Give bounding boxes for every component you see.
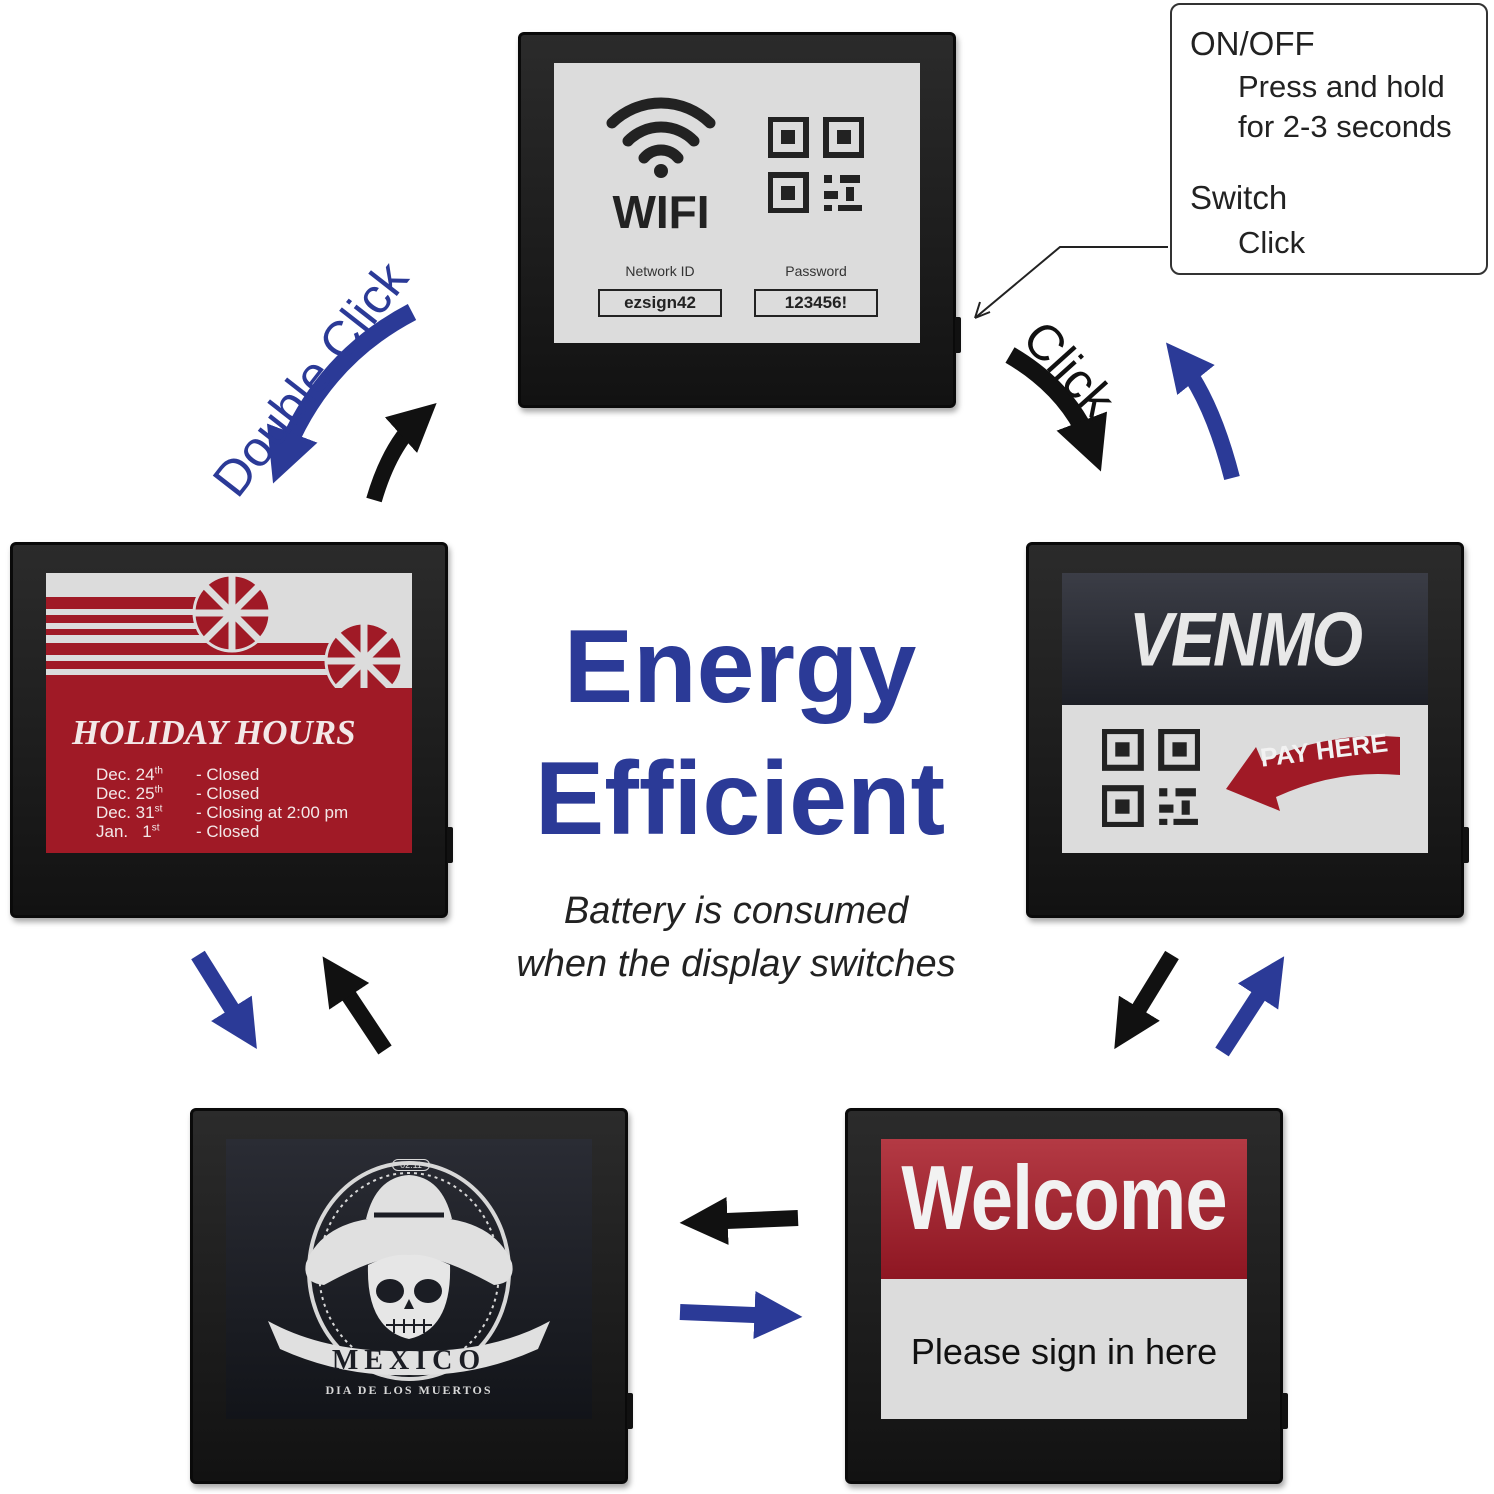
arrow-to-venmo — [1215, 956, 1285, 1057]
click-arrow — [1005, 347, 1108, 472]
mexico-badge: 02.11 — [392, 1159, 430, 1171]
device-mexico: 02.11 MEXICO DIA DE LOS MUERTOS — [190, 1108, 633, 1484]
device-side-button[interactable] — [1282, 1393, 1288, 1429]
pay-here-arrow-graphic — [1226, 736, 1400, 811]
arrow-to-welcome-bottom — [679, 1290, 803, 1339]
holiday-row: Jan. 1st- Closed — [96, 822, 260, 841]
arrow-to-wifi — [366, 403, 437, 503]
network-id-label: Network ID — [625, 263, 695, 279]
title-efficient: Efficient — [534, 741, 946, 857]
sugar-skull-sombrero-graphic — [268, 1161, 550, 1381]
device-side-button[interactable] — [955, 317, 961, 353]
holiday-row: Dec. 24th- Closed — [96, 765, 260, 784]
wifi-title: WIFI — [612, 186, 710, 238]
qr-code-icon — [768, 117, 864, 213]
peppermint-candy-graphic — [46, 573, 412, 688]
venmo-screen: VENMO PAY HERE — [1062, 573, 1428, 853]
legend-onoff-title: ON/OFF — [1190, 25, 1315, 62]
arrow-to-welcome — [1114, 950, 1179, 1050]
note-line2: when the display switches — [516, 943, 956, 985]
welcome-header — [881, 1139, 1247, 1279]
holiday-row: Dec. 31st- Closing at 2:00 pm — [96, 803, 349, 822]
mexico-banner: MEXICO — [331, 1345, 487, 1376]
venmo-header — [1062, 573, 1428, 705]
arrow-to-wifi-right — [1166, 342, 1240, 480]
legend-onoff-desc1: Press and hold — [1238, 69, 1445, 104]
mexico-screen: 02.11 MEXICO DIA DE LOS MUERTOS — [226, 1139, 592, 1419]
double-click-arrow — [267, 304, 417, 484]
legend-callout: ON/OFF Press and hold for 2-3 seconds Sw… — [1170, 3, 1488, 275]
welcome-screen: Welcome Please sign in here — [881, 1139, 1247, 1419]
welcome-subtitle: Please sign in here — [910, 1331, 1218, 1372]
device-side-button[interactable] — [1463, 827, 1469, 863]
holiday-hours-list: Dec. 24th- Closed Dec. 25th- Closed Dec.… — [96, 765, 396, 841]
callout-pointer — [974, 246, 1168, 319]
arrow-to-mexico-left — [191, 950, 257, 1049]
arrow-to-mexico — [679, 1196, 799, 1245]
legend-switch-title: Switch — [1190, 179, 1288, 216]
network-id-field: ezsign42 — [598, 289, 722, 317]
holiday-screen: HOLIDAY HOURS Dec. 24th- Closed Dec. 25t… — [46, 573, 412, 853]
password-label: Password — [785, 263, 847, 279]
device-welcome: Welcome Please sign in here — [845, 1108, 1288, 1484]
holiday-row: Dec. 25th- Closed — [96, 784, 260, 803]
mexico-caption: DIA DE LOS MUERTOS — [325, 1383, 493, 1397]
arrow-to-holiday — [322, 956, 392, 1055]
note-line1: Battery is consumed — [563, 890, 909, 932]
device-side-button[interactable] — [627, 1393, 633, 1429]
qr-code-icon — [1102, 729, 1200, 827]
device-venmo: VENMO PAY HERE — [1026, 542, 1469, 918]
device-wifi: WIFI Network ID ezsign42 Password 123456… — [518, 32, 961, 408]
device-holiday: HOLIDAY HOURS Dec. 24th- Closed Dec. 25t… — [10, 542, 453, 918]
venmo-title: VENMO — [1128, 596, 1363, 682]
legend-switch-desc: Click — [1238, 225, 1306, 260]
wifi-icon — [606, 97, 716, 178]
holiday-title: HOLIDAY HOURS — [72, 713, 356, 752]
device-side-button[interactable] — [447, 827, 453, 863]
title-energy: Energy — [563, 609, 917, 725]
password-field: 123456! — [754, 289, 878, 317]
wifi-screen: WIFI Network ID ezsign42 Password 123456… — [554, 63, 920, 343]
welcome-title: Welcome — [901, 1147, 1227, 1250]
legend-onoff-desc2: for 2-3 seconds — [1238, 109, 1452, 144]
